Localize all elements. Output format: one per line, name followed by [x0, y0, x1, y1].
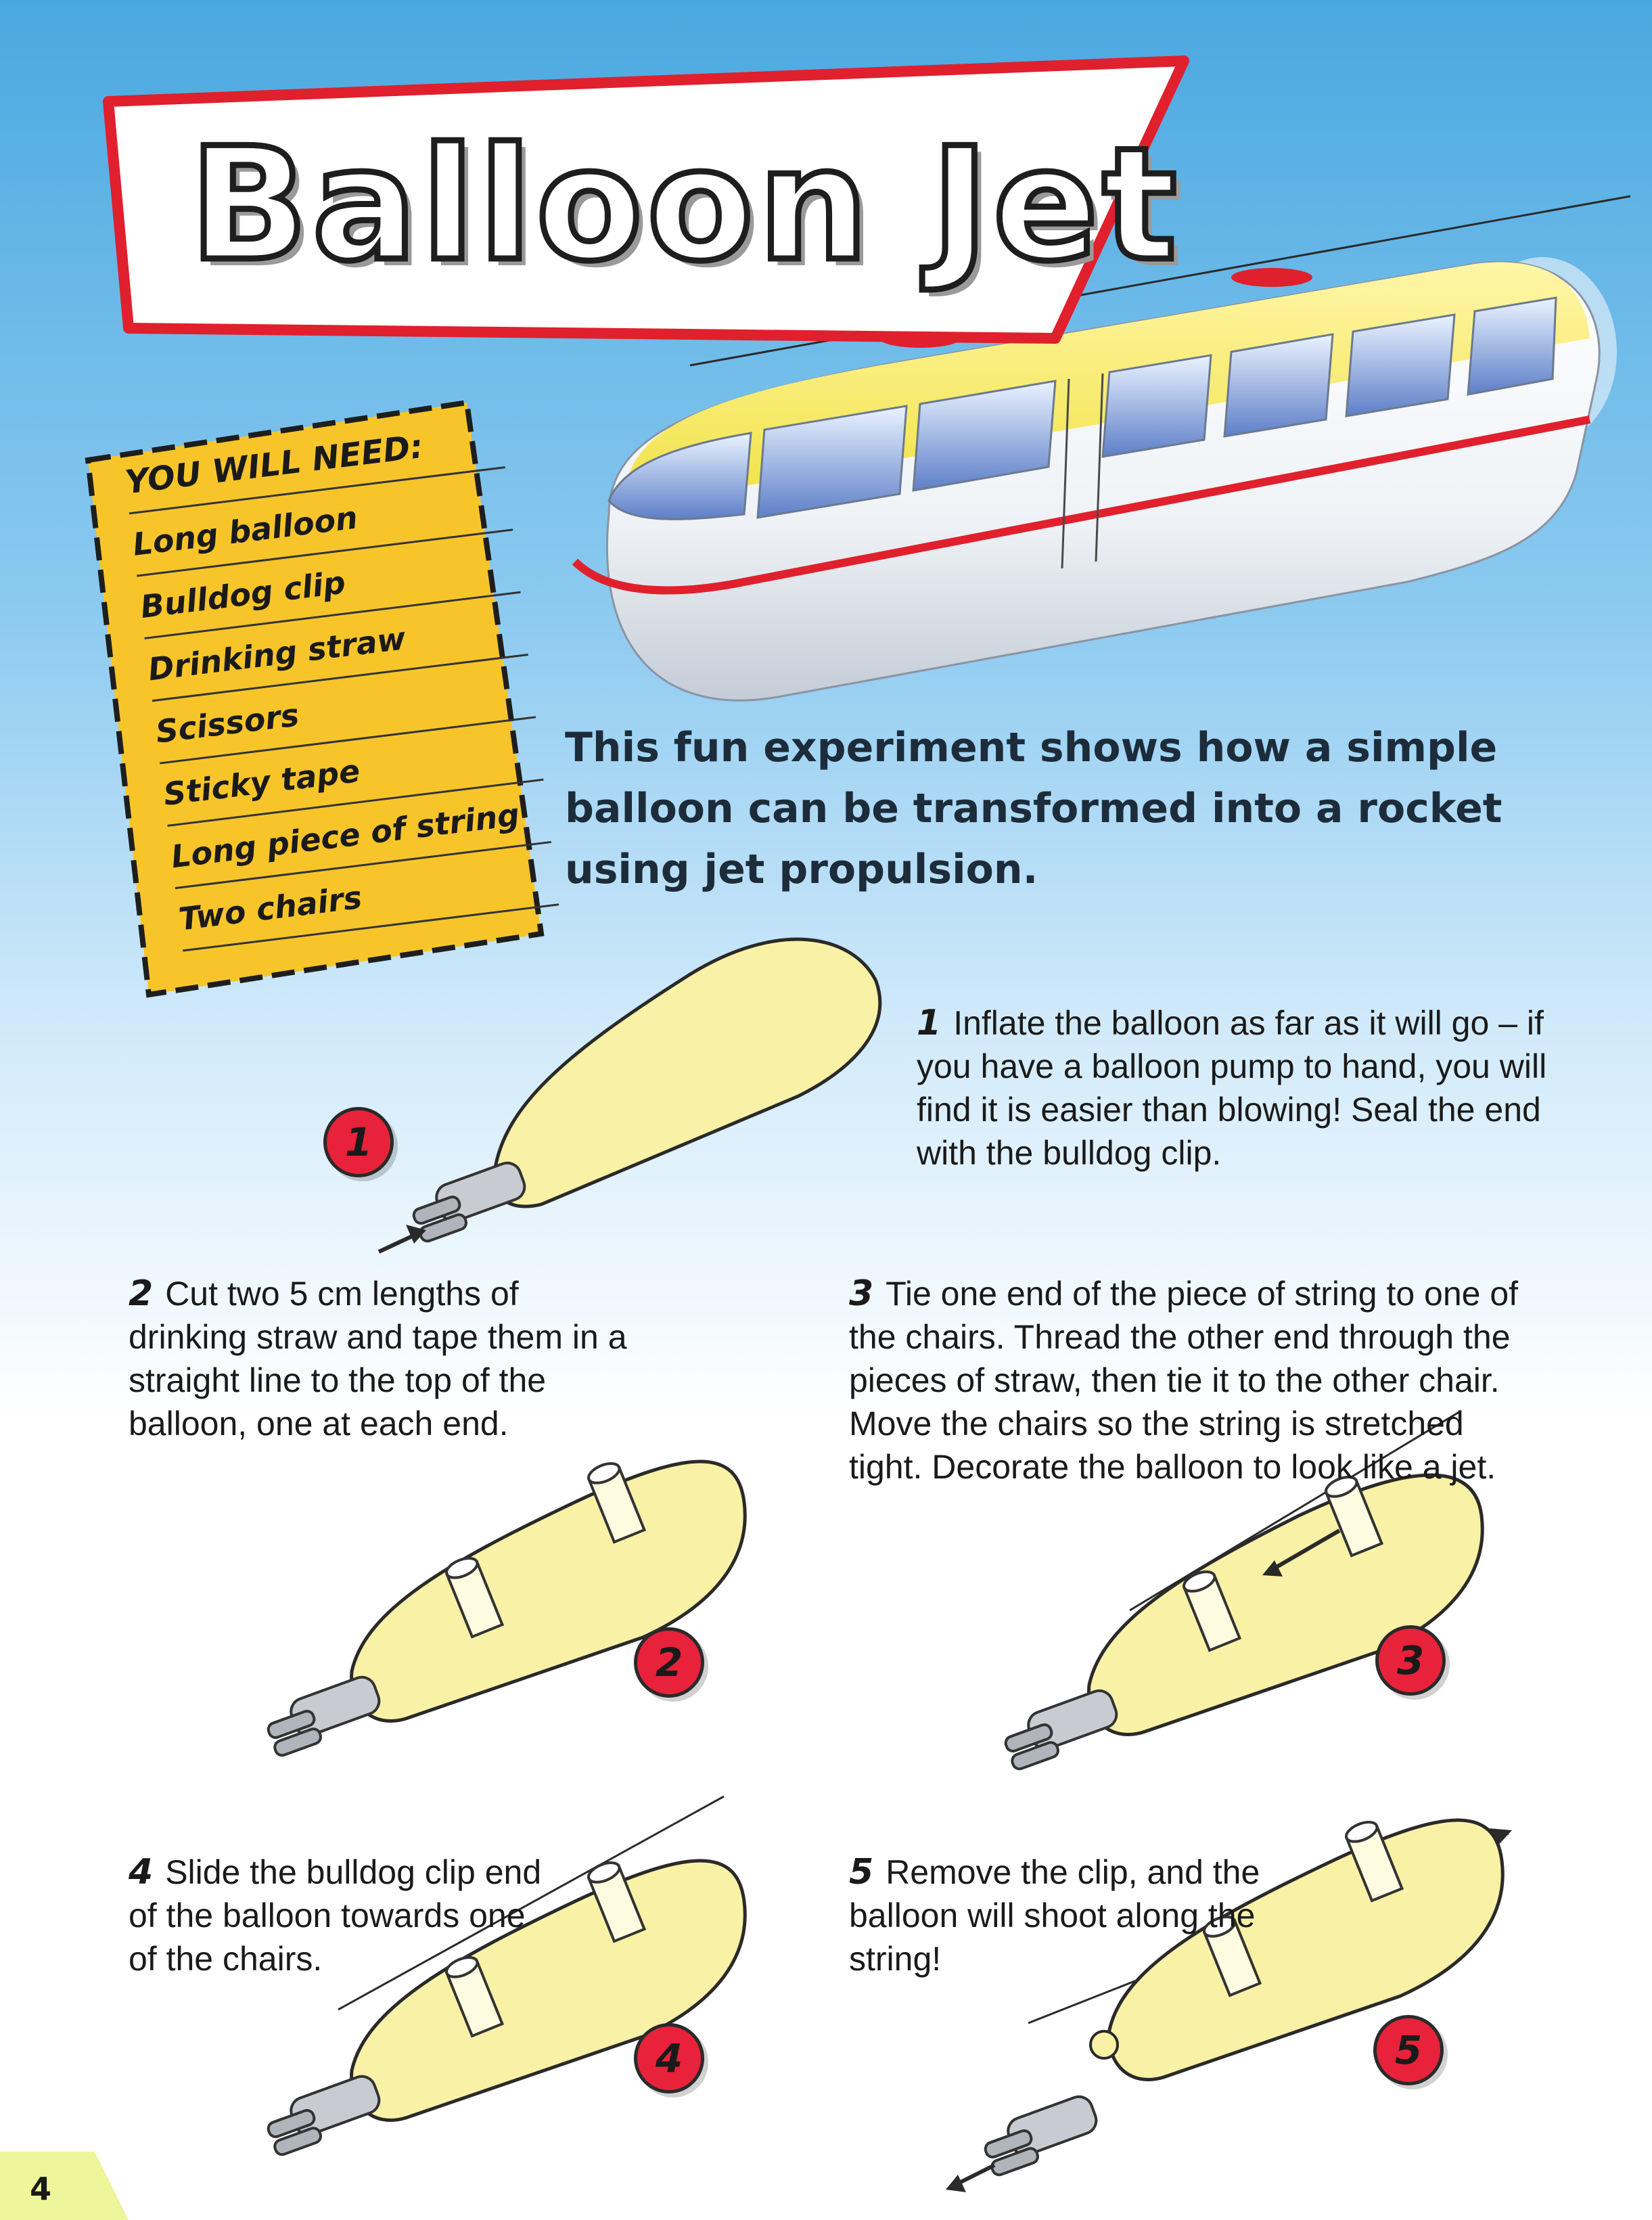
page-number-tab: [0, 2152, 129, 2220]
balloon-step-4: [260, 1795, 747, 2158]
balloon-step-3: [998, 1409, 1484, 1773]
step-number: 5: [849, 1852, 874, 1893]
step-badge-1: 1: [323, 1107, 394, 1177]
step-number: 2: [129, 1273, 154, 1314]
title-banner: [103, 55, 1189, 344]
step-text: Remove the clip, and the balloon will sh…: [849, 1853, 1260, 1978]
balloon-step-1: [377, 937, 882, 1254]
page-title: Balloon Jet: [187, 112, 1181, 299]
intro-paragraph: This fun experiment shows how a simple b…: [565, 724, 1502, 893]
step-number: 4: [129, 1852, 154, 1893]
balloon-step-5: [946, 1817, 1512, 2192]
step-text: Slide the bulldog clip end of the balloo…: [129, 1853, 542, 1978]
step-badge-3: 3: [1375, 1625, 1446, 1696]
step-number: 3: [849, 1273, 874, 1314]
you-will-need-card: [85, 399, 545, 998]
page-number: 4: [30, 2171, 52, 2207]
step-text: Inflate the balloon as far as it will go…: [917, 1004, 1547, 1172]
balloon-step-2: [260, 1458, 747, 1759]
step-number: 1: [917, 1003, 942, 1043]
step-text: Tie one end of the piece of string to on…: [849, 1275, 1519, 1486]
step-badge-4: 4: [634, 2023, 704, 2093]
step-badge-5: 5: [1373, 2015, 1444, 2085]
step-badge-2: 2: [634, 1627, 704, 1698]
step-text: Cut two 5 cm lengths of drinking straw a…: [129, 1275, 627, 1443]
